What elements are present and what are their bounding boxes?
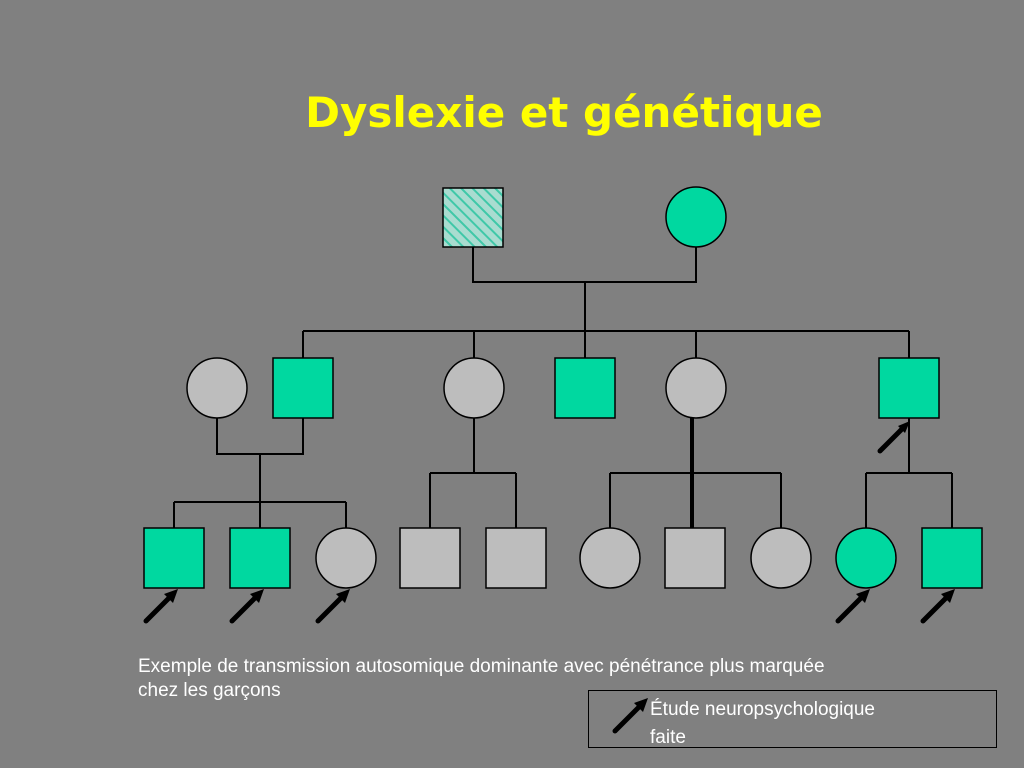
pedigree-lines (173, 247, 953, 528)
study-arrows (143, 421, 955, 734)
gen3-7-symbol (664, 527, 726, 589)
gen3-10-symbol (921, 527, 983, 589)
gen2-son-1-symbol (272, 357, 334, 419)
arrow-icon (143, 589, 178, 624)
arrow-icon (920, 589, 955, 624)
gen3-5-symbol (485, 527, 547, 589)
arrow-icon (315, 589, 350, 624)
caption-line-2: chez les garçons (138, 680, 281, 701)
gen3-3-symbol (315, 527, 377, 589)
gen2-son-2-symbol (554, 357, 616, 419)
legend-text: Étude neuropsychologique faite (650, 696, 950, 752)
legend-box (588, 690, 997, 748)
gen2-son-3-symbol (878, 357, 940, 419)
gen3-8-symbol (750, 527, 812, 589)
gen3-4-symbol (399, 527, 461, 589)
gen3-6-symbol (579, 527, 641, 589)
gen2-daughter-1-symbol (443, 357, 505, 419)
arrow-icon (835, 589, 870, 624)
legend-line-1: Étude neuropsychologique (650, 699, 876, 720)
caption-line-1: Exemple de transmission autosomique domi… (138, 656, 825, 677)
legend-line-2: faite (650, 727, 686, 748)
legend-arrow-icon (612, 698, 648, 734)
gen3-2-symbol (229, 527, 291, 589)
arrow-icon (877, 421, 910, 454)
gen2-spouse-1-symbol (186, 357, 248, 419)
gen2-daughter-2-symbol (665, 357, 727, 419)
page-title: Dyslexie et génétique (305, 88, 823, 137)
grandfather-symbol (442, 187, 504, 248)
grandmother-symbol (665, 186, 727, 248)
gen3-9-symbol (835, 527, 897, 589)
arrow-icon (229, 589, 264, 624)
caption: Exemple de transmission autosomique domi… (138, 655, 998, 703)
gen3-1-symbol (143, 527, 205, 589)
